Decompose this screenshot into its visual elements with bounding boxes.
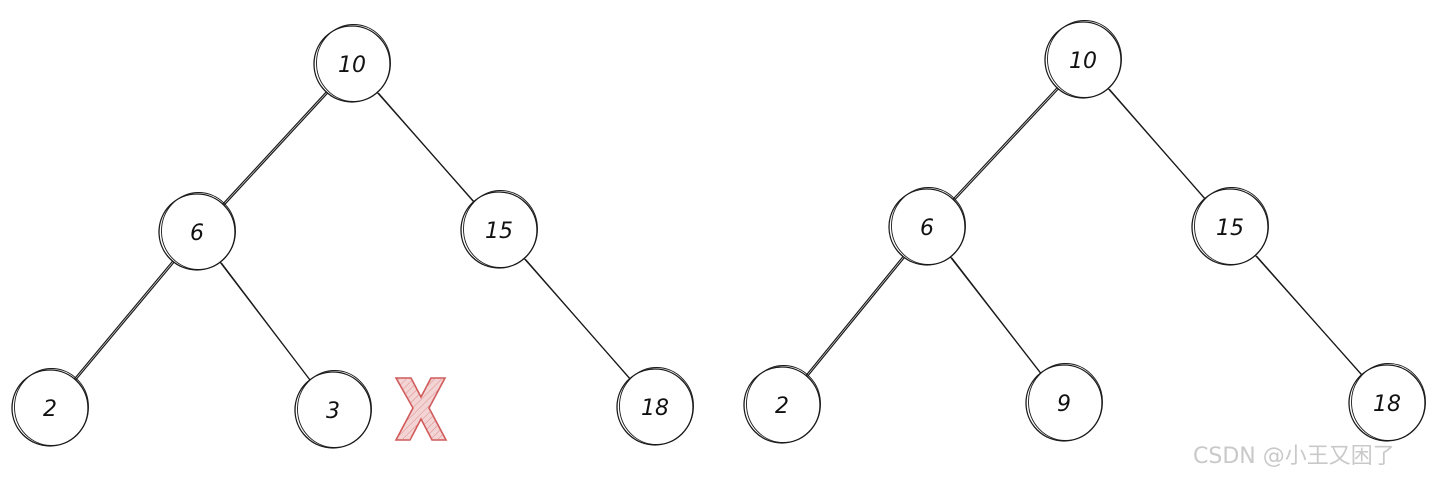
nodes-layer: 10 6 15 2 3 18 10 6 15 2 9 18: [11, 20, 1426, 449]
node-label: 15: [485, 219, 513, 244]
tree-node-r-root: 10: [1044, 20, 1122, 99]
node-label: 18: [1373, 392, 1401, 417]
node-circle: [11, 369, 89, 447]
node-circle: [158, 193, 236, 271]
node-label: 15: [1216, 216, 1244, 241]
node-circle: [1348, 364, 1426, 442]
node-circle-sketch: [161, 192, 236, 270]
edge-l-6-to-l-2: [73, 260, 174, 380]
node-label: 10: [1069, 49, 1097, 74]
edge-sketch-r-root-to-r-6: [953, 88, 1060, 202]
node-label: 10: [338, 53, 366, 78]
node-circle: [1191, 188, 1269, 266]
tree-node-r-18: 18: [1348, 363, 1426, 442]
edge-sketch-l-root-to-l-15: [378, 92, 476, 204]
x-mark-icon: [394, 377, 448, 441]
watermark-text: CSDN @小王又困了: [1193, 444, 1395, 469]
node-label: 18: [641, 396, 669, 421]
edge-sketch-r-15-to-r-18: [1256, 255, 1364, 377]
edge-sketch-l-6-to-l-2: [74, 261, 175, 381]
edge-r-6-to-r-2: [805, 255, 904, 377]
node-circle-sketch: [1351, 363, 1426, 441]
node-label: 9: [1057, 392, 1071, 417]
tree-node-l-3: 3: [294, 370, 372, 449]
edge-sketch-r-6-to-r-2: [806, 256, 906, 378]
tree-node-l-6: 6: [158, 192, 236, 271]
node-circle: [1025, 364, 1103, 442]
edge-sketch-r-root-to-r-15: [1109, 88, 1207, 201]
node-circle: [313, 25, 391, 103]
node-circle-sketch: [14, 368, 89, 446]
node-circle-sketch: [619, 367, 694, 445]
node-circle-sketch: [297, 370, 372, 448]
node-label: 2: [775, 394, 789, 419]
edge-sketch-r-6-to-r-9: [951, 257, 1043, 376]
tree-node-r-15: 15: [1191, 187, 1269, 266]
node-circle-sketch: [463, 190, 538, 268]
node-circle: [888, 188, 966, 266]
tree-node-l-15: 15: [460, 190, 538, 269]
tree-node-r-9: 9: [1025, 363, 1103, 442]
tree-node-r-6: 6: [888, 187, 966, 266]
tree-node-l-2: 2: [11, 368, 89, 447]
node-label: 6: [190, 221, 204, 246]
node-circle: [294, 371, 372, 449]
tree-node-r-2: 2: [743, 365, 821, 444]
edge-sketch-l-root-to-l-6: [223, 92, 329, 207]
node-circle: [1044, 21, 1122, 99]
node-label: 6: [920, 216, 934, 241]
edges-layer: [73, 87, 1364, 382]
node-circle-sketch: [316, 24, 391, 102]
node-circle: [743, 366, 821, 444]
tree-node-l-root: 10: [313, 24, 391, 103]
node-circle-sketch: [1194, 187, 1269, 265]
node-circle: [616, 368, 694, 446]
tree-node-l-18: 18: [616, 367, 694, 446]
node-circle: [460, 191, 538, 269]
node-circle-sketch: [1047, 20, 1122, 98]
edge-sketch-l-6-to-l-3: [220, 262, 312, 382]
edge-l-root-to-l-6: [222, 91, 327, 205]
node-circle-sketch: [1028, 363, 1103, 441]
node-label: 3: [326, 399, 340, 424]
node-circle-sketch: [746, 365, 821, 443]
node-circle-sketch: [891, 187, 966, 265]
node-label: 2: [43, 397, 57, 422]
edge-r-root-to-r-6: [952, 87, 1058, 200]
edge-sketch-l-15-to-l-18: [525, 258, 632, 381]
